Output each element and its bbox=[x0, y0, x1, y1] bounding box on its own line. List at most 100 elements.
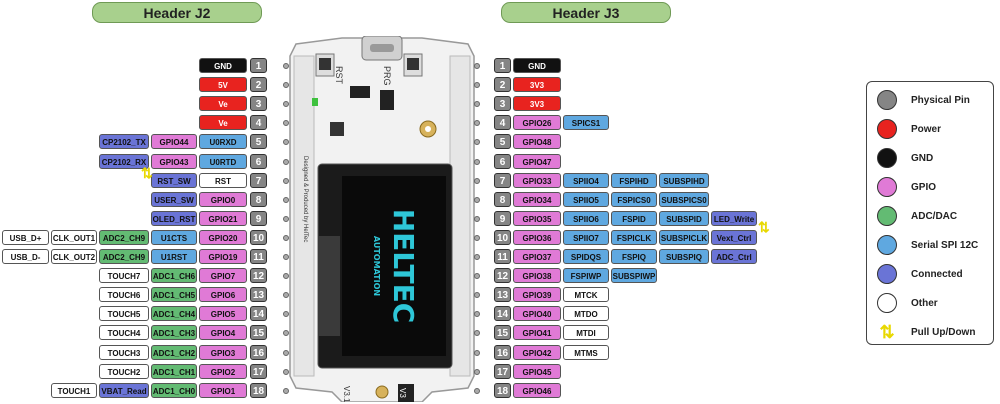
j3-pin-hole-11 bbox=[474, 254, 480, 260]
j2-pin11-label-5: USB_D- bbox=[2, 249, 49, 264]
j2-pin11-label-2: U1RST bbox=[151, 249, 197, 264]
j2-pin10-label-3: ADC2_CH9 bbox=[99, 229, 149, 245]
j3-pin12-label-3: SUBSPIWP bbox=[611, 268, 657, 284]
j3-pin8-label-3: FSPICS0 bbox=[611, 191, 657, 207]
j3-pin9-label-3: FSPID bbox=[611, 210, 657, 226]
j3-pin7-label-3: FSPIHD bbox=[611, 172, 657, 188]
j2-pin-hole-8 bbox=[283, 196, 289, 203]
j3-pin8-label-1: GPIO34 bbox=[513, 191, 561, 207]
j3-pin9-label-1: GPIO35 bbox=[513, 210, 561, 226]
j2-pin-15: 15 bbox=[250, 325, 267, 341]
j2-pin18-label-1: GPIO1 bbox=[199, 382, 247, 398]
legend-label: GND bbox=[911, 152, 934, 164]
j3-pin16-label-1: GPIO42 bbox=[513, 344, 561, 360]
v3-badge bbox=[398, 384, 414, 402]
pull-up-down-arrow-j3: ⇅ bbox=[758, 219, 770, 235]
j3-pin-15: 15 bbox=[494, 325, 511, 341]
j2-pin18-label-3: VBAT_Read bbox=[99, 382, 149, 398]
j3-pin-hole-9 bbox=[474, 215, 480, 222]
j3-pin-2: 2 bbox=[494, 77, 511, 93]
j2-pin-14: 14 bbox=[250, 306, 267, 322]
header-j3-title: Header J3 bbox=[501, 2, 671, 23]
header-strip-right bbox=[449, 55, 471, 377]
j2-pin11-label-4: CLK_OUT2 bbox=[51, 249, 97, 264]
oled-ribbon bbox=[318, 236, 340, 336]
j2-pin-9: 9 bbox=[250, 210, 267, 226]
j2-pin-hole-3 bbox=[283, 101, 289, 108]
legend-item: Connected bbox=[877, 262, 963, 286]
j2-pin10-label-1: GPIO20 bbox=[199, 229, 247, 245]
j2-pin-6: 6 bbox=[250, 153, 267, 169]
j2-pin16-label-3: TOUCH3 bbox=[99, 344, 149, 360]
j2-pin-hole-13 bbox=[283, 292, 289, 299]
j3-pin10-label-5: Vext_Ctrl bbox=[711, 229, 757, 245]
j2-pin-16: 16 bbox=[250, 344, 267, 360]
legend-swatch bbox=[877, 293, 897, 313]
j3-pin-9: 9 bbox=[494, 210, 511, 226]
j2-pin-17: 17 bbox=[250, 363, 267, 379]
j2-pin6-label-2: GPIO43 bbox=[151, 153, 197, 169]
oled-logo-sub: AUTOMATION bbox=[372, 236, 381, 296]
pull-up-down-icon: ⇅ bbox=[879, 321, 895, 342]
legend-swatch bbox=[877, 119, 897, 139]
legend-swatch bbox=[877, 177, 897, 197]
j3-pin11-label-2: SPIDQS bbox=[563, 249, 609, 264]
j2-pin-hole-6 bbox=[283, 158, 289, 165]
legend-item: GPIO bbox=[877, 175, 936, 199]
legend-swatch bbox=[877, 90, 897, 110]
j3-pin9-label-4: SUBSPID bbox=[659, 210, 709, 226]
legend-item: Physical Pin bbox=[877, 88, 970, 112]
j3-pin-12: 12 bbox=[494, 268, 511, 284]
legend-label: Serial SPI 12C bbox=[911, 239, 979, 251]
j2-pin-10: 10 bbox=[250, 229, 267, 245]
legend-label: GPIO bbox=[911, 181, 937, 193]
j2-pin7-label-2: RST_SW bbox=[151, 172, 197, 188]
j3-pin14-label-1: GPIO40 bbox=[513, 306, 561, 322]
j2-pin-hole-9 bbox=[283, 215, 289, 222]
j3-pin-hole-8 bbox=[474, 196, 480, 203]
prg-label: PRG bbox=[382, 66, 392, 86]
j2-pin14-label-1: GPIO5 bbox=[199, 306, 247, 322]
j3-pin15-label-2: MTDI bbox=[563, 325, 609, 341]
j3-pin-hole-10 bbox=[474, 234, 480, 241]
j3-pin-4: 4 bbox=[494, 115, 511, 131]
j2-pin15-label-2: ADC1_CH3 bbox=[151, 325, 197, 341]
j2-pin7-label-1: RST bbox=[199, 172, 247, 188]
j2-pin-hole-15 bbox=[283, 330, 289, 337]
j3-pin-hole-14 bbox=[474, 311, 480, 318]
j3-pin10-label-4: SUBSPICLK bbox=[659, 229, 709, 245]
j3-pin18-label-1: GPIO46 bbox=[513, 382, 561, 398]
j3-pin-hole-2 bbox=[474, 82, 480, 89]
j2-pin-hole-16 bbox=[283, 349, 289, 356]
j2-pin-hole-1 bbox=[283, 63, 289, 69]
j3-pin-11: 11 bbox=[494, 249, 511, 264]
j2-pin4-label-1: Ve bbox=[199, 115, 247, 131]
j3-pin10-label-1: GPIO36 bbox=[513, 229, 561, 245]
j3-pin13-label-1: GPIO39 bbox=[513, 287, 561, 303]
j3-pin-hole-4 bbox=[474, 120, 480, 127]
j2-pin15-label-3: TOUCH4 bbox=[99, 325, 149, 341]
j3-pin8-label-4: SUBSPICS0 bbox=[659, 191, 709, 207]
j2-pin17-label-2: ADC1_CH1 bbox=[151, 363, 197, 379]
j2-pin12-label-2: ADC1_CH6 bbox=[151, 268, 197, 284]
legend-swatch bbox=[877, 148, 897, 168]
j3-pin2-label-1: 3V3 bbox=[513, 77, 561, 93]
version-text: V3.1 bbox=[342, 386, 351, 402]
legend-label: ADC/DAC bbox=[911, 210, 958, 222]
j3-pin12-label-1: GPIO38 bbox=[513, 268, 561, 284]
j2-pin16-label-1: GPIO3 bbox=[199, 344, 247, 360]
j2-pin5-label-3: CP2102_TX bbox=[99, 134, 149, 150]
j2-pin17-label-1: GPIO2 bbox=[199, 363, 247, 379]
j3-pin-3: 3 bbox=[494, 96, 511, 112]
legend-label: Physical Pin bbox=[911, 94, 970, 106]
j3-pin11-label-4: SUBSPIQ bbox=[659, 249, 709, 264]
j2-pin18-label-2: ADC1_CH0 bbox=[151, 382, 197, 398]
j3-pin12-label-2: FSPIWP bbox=[563, 268, 609, 284]
j3-pin-10: 10 bbox=[494, 229, 511, 245]
j3-pin4-label-1: GPIO26 bbox=[513, 115, 561, 131]
j2-pin-8: 8 bbox=[250, 191, 267, 207]
j3-pin-17: 17 bbox=[494, 363, 511, 379]
j2-pin-hole-11 bbox=[283, 254, 289, 260]
j3-pin-hole-17 bbox=[474, 368, 480, 375]
j3-pin14-label-2: MTDO bbox=[563, 306, 609, 322]
